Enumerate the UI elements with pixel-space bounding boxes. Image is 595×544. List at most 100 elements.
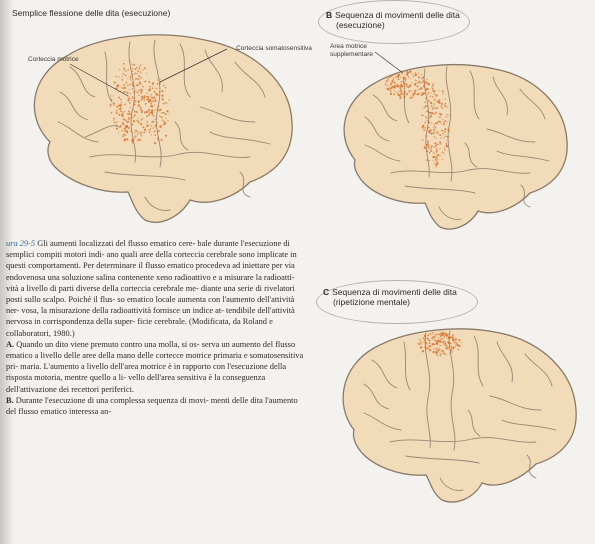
activation-dot bbox=[139, 68, 140, 69]
activation-dot bbox=[450, 349, 452, 351]
activation-dot bbox=[412, 93, 413, 94]
activation-dot bbox=[450, 346, 451, 347]
activation-dot bbox=[440, 116, 442, 118]
activation-dot bbox=[128, 119, 129, 120]
activation-dot bbox=[438, 121, 439, 122]
activation-dot bbox=[156, 94, 158, 96]
activation-dot bbox=[433, 146, 435, 148]
activation-dot bbox=[155, 88, 156, 89]
activation-dot bbox=[423, 93, 425, 95]
activation-dot bbox=[432, 107, 434, 109]
activation-dot bbox=[386, 80, 387, 81]
activation-dot bbox=[447, 129, 449, 131]
activation-dot bbox=[109, 105, 111, 107]
activation-dot bbox=[148, 125, 149, 126]
activation-dot bbox=[432, 84, 434, 86]
activation-dot bbox=[150, 101, 152, 103]
activation-dot bbox=[416, 94, 417, 95]
activation-dot bbox=[404, 91, 406, 93]
activation-dot bbox=[442, 107, 443, 108]
activation-dot bbox=[146, 124, 147, 125]
activation-dot bbox=[426, 79, 427, 80]
activation-dot bbox=[150, 96, 151, 97]
activation-dot bbox=[116, 121, 118, 123]
activation-dot bbox=[446, 121, 447, 122]
activation-dot bbox=[433, 133, 435, 135]
activation-dot bbox=[411, 91, 412, 92]
activation-dot bbox=[446, 348, 447, 349]
activation-dot bbox=[387, 88, 389, 90]
activation-dot bbox=[158, 106, 159, 107]
activation-dot bbox=[457, 346, 458, 347]
activation-dot bbox=[432, 351, 433, 352]
activation-dot bbox=[443, 153, 444, 154]
activation-dot bbox=[426, 159, 428, 161]
activation-dot bbox=[439, 352, 440, 353]
activation-dot bbox=[130, 114, 131, 115]
activation-dot bbox=[456, 342, 458, 344]
activation-dot bbox=[141, 96, 143, 98]
activation-dot bbox=[113, 105, 114, 106]
activation-dot bbox=[128, 128, 130, 130]
activation-dot bbox=[132, 138, 134, 140]
activation-dot bbox=[127, 85, 129, 87]
activation-dot bbox=[150, 106, 151, 107]
activation-dot bbox=[134, 111, 136, 113]
activation-dot bbox=[116, 112, 118, 114]
activation-dot bbox=[427, 88, 429, 90]
activation-dot bbox=[435, 126, 436, 127]
activation-dot bbox=[437, 154, 439, 156]
activation-dot bbox=[438, 334, 440, 336]
activation-dot bbox=[429, 152, 430, 153]
activation-dot bbox=[127, 69, 129, 71]
activation-dot bbox=[446, 136, 447, 137]
activation-dot bbox=[401, 81, 403, 83]
activation-dot bbox=[150, 103, 152, 105]
activation-dot bbox=[445, 354, 446, 355]
activation-dot bbox=[159, 109, 161, 111]
activation-dot bbox=[401, 92, 403, 94]
activation-dot bbox=[443, 123, 445, 125]
activation-dot bbox=[436, 107, 438, 109]
activation-dot bbox=[447, 334, 449, 336]
activation-dot bbox=[122, 76, 123, 77]
activation-dot bbox=[389, 77, 390, 78]
activation-dot bbox=[429, 342, 431, 344]
activation-dot bbox=[126, 126, 128, 128]
activation-dot bbox=[390, 93, 392, 95]
activation-dot bbox=[396, 84, 398, 86]
activation-dot bbox=[428, 131, 430, 133]
activation-dot bbox=[456, 344, 458, 346]
activation-dot bbox=[444, 147, 445, 148]
activation-dot bbox=[128, 117, 130, 119]
activation-dot bbox=[414, 83, 416, 85]
activation-dot bbox=[429, 333, 431, 335]
activation-dot bbox=[135, 73, 137, 75]
activation-dot bbox=[436, 342, 438, 344]
activation-dot bbox=[431, 105, 433, 107]
caption-part-a: A. Quando un dito viene premuto contro u… bbox=[6, 339, 306, 395]
activation-dot bbox=[142, 69, 144, 71]
activation-dot bbox=[390, 75, 392, 77]
activation-dot bbox=[158, 94, 159, 95]
activation-dot bbox=[438, 347, 439, 348]
activation-dot bbox=[395, 91, 396, 92]
activation-dot bbox=[446, 354, 447, 355]
activation-dot bbox=[418, 76, 420, 78]
activation-dot bbox=[124, 104, 126, 106]
activation-dot bbox=[128, 100, 130, 102]
activation-dot bbox=[412, 74, 413, 75]
activation-dot bbox=[443, 121, 444, 122]
activation-dot bbox=[144, 67, 146, 69]
activation-dot bbox=[160, 116, 162, 118]
activation-dot bbox=[438, 101, 440, 103]
activation-dot bbox=[146, 99, 148, 101]
activation-dot bbox=[428, 100, 430, 102]
activation-dot bbox=[127, 121, 128, 122]
activation-dot bbox=[146, 115, 148, 117]
activation-dot bbox=[126, 138, 128, 140]
activation-dot bbox=[425, 135, 426, 136]
activation-dot bbox=[110, 95, 111, 96]
activation-dot bbox=[453, 346, 455, 348]
activation-dot bbox=[395, 73, 397, 75]
